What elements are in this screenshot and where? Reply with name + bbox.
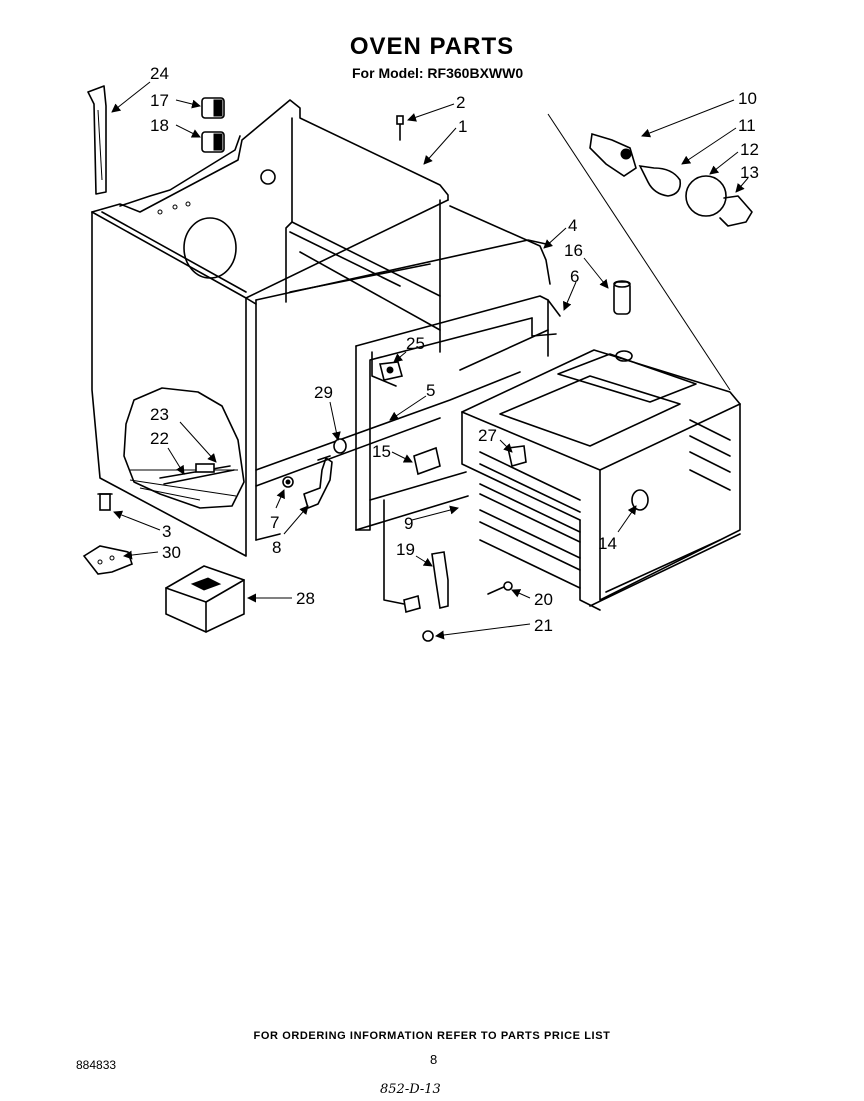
light-assembly — [589, 132, 753, 227]
part-18-clip — [201, 131, 225, 153]
part-27-clip — [507, 445, 527, 468]
callout-10: 10 — [738, 89, 757, 108]
callout-16: 16 — [564, 241, 583, 260]
part-21-clip — [422, 630, 434, 642]
oven-front-frame — [355, 205, 561, 531]
callout-24: 24 — [150, 64, 169, 83]
callout-12: 12 — [740, 140, 759, 159]
callout-28: 28 — [296, 589, 315, 608]
callout-labels: 24 17 18 2 1 10 11 12 13 4 16 6 25 29 5 … — [150, 64, 759, 635]
callout-23: 23 — [150, 405, 169, 424]
document-number: 884833 — [76, 1058, 117, 1072]
callout-18: 18 — [150, 116, 169, 135]
callout-11: 11 — [738, 116, 756, 135]
callout-4: 4 — [568, 216, 577, 235]
callout-21: 21 — [534, 616, 553, 635]
page-number: 8 — [430, 1052, 438, 1067]
part-17-clip — [201, 97, 225, 119]
part-8-bracket — [303, 455, 333, 509]
callout-7: 7 — [270, 513, 279, 532]
part-3-leg — [97, 493, 113, 511]
oven-chassis — [91, 99, 547, 557]
callout-29: 29 — [314, 383, 333, 402]
callout-22: 22 — [150, 429, 169, 448]
part-15-bracket — [413, 446, 441, 476]
callout-19: 19 — [396, 540, 415, 559]
part-24-bracket — [87, 85, 107, 195]
callout-13: 13 — [740, 163, 759, 182]
part-28-block — [165, 565, 245, 633]
model-subtitle: For Model: RF360BXWW0 — [352, 65, 524, 81]
part-7-nut — [282, 476, 294, 488]
part-16-sensor — [613, 280, 633, 362]
callout-5: 5 — [426, 381, 435, 400]
callout-17: 17 — [150, 91, 169, 110]
callout-14: 14 — [598, 534, 617, 553]
page-title: OVEN PARTS — [349, 33, 515, 60]
callout-8: 8 — [272, 538, 281, 557]
part-29-grommet — [333, 438, 347, 454]
callout-25: 25 — [406, 334, 425, 353]
part-22-23-igniter — [159, 463, 235, 485]
ordering-note: FOR ORDERING INFORMATION REFER TO PARTS … — [253, 1030, 611, 1042]
part-25-valve — [379, 361, 404, 381]
callout-20: 20 — [534, 590, 553, 609]
leader-lines — [111, 81, 749, 640]
callout-15: 15 — [372, 442, 391, 461]
callout-1: 1 — [458, 117, 467, 136]
handwritten-note: 852-D-13 — [380, 1082, 441, 1097]
callout-2: 2 — [456, 93, 465, 112]
callout-30: 30 — [162, 543, 181, 562]
callout-3: 3 — [162, 522, 171, 541]
part-2-screw — [396, 115, 404, 141]
part-20-screw — [487, 581, 513, 595]
oven-liner — [461, 349, 741, 611]
callout-9: 9 — [404, 514, 413, 533]
part-30-bracket — [82, 545, 133, 575]
callout-6: 6 — [570, 267, 579, 286]
callout-27: 27 — [478, 426, 497, 445]
part-19-bracket — [383, 499, 449, 614]
